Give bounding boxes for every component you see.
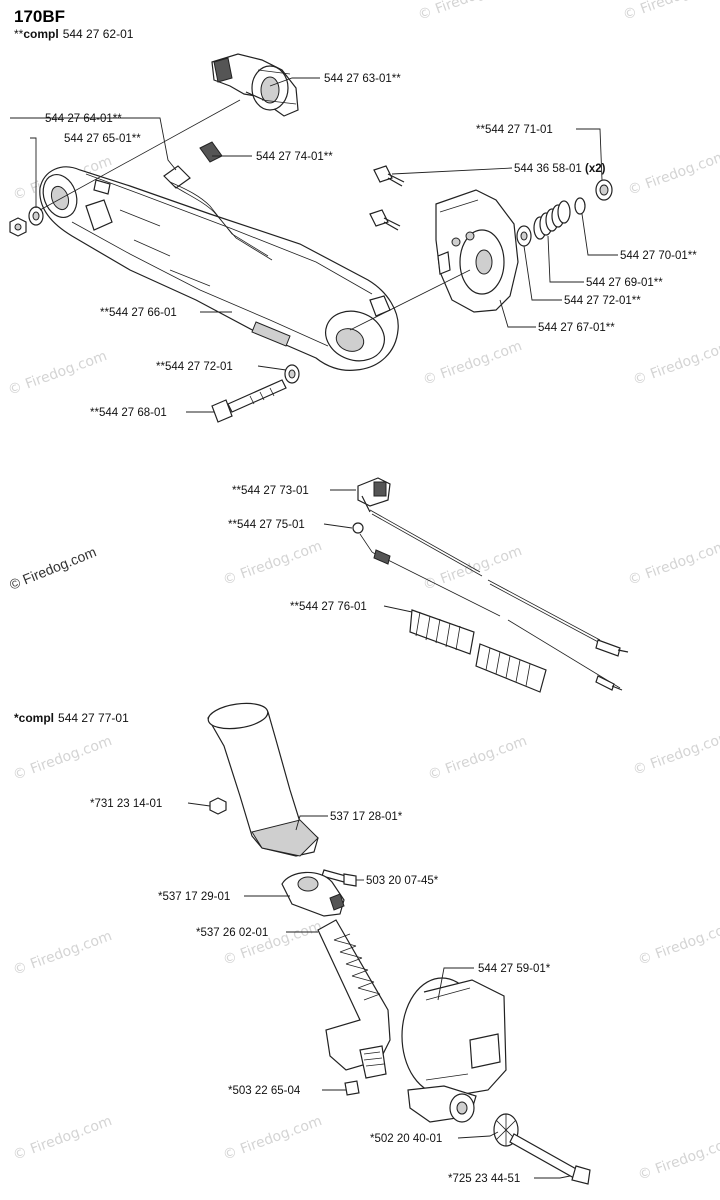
- quantity-note: (x2): [585, 163, 606, 175]
- watermark: © Firedog.com: [11, 928, 114, 979]
- handle-tube: [317, 919, 391, 1079]
- watermark: © Firedog.com: [636, 918, 720, 969]
- watermark: © Firedog.com: [631, 728, 720, 779]
- top-assembly-drawing: [9, 53, 613, 423]
- part-label: 544 27 65-01**: [64, 133, 141, 145]
- square-nut: [344, 1080, 360, 1096]
- cable-plug: [357, 477, 391, 513]
- cable-connector: [163, 141, 273, 261]
- part-label: 537 17 28-01*: [330, 811, 403, 823]
- watermark: © Firedog.com: [11, 733, 114, 784]
- assembly-compl-label: compl: [23, 27, 58, 41]
- cable-nipple: [352, 522, 364, 534]
- part-label: **544 27 72-01: [156, 361, 233, 373]
- bolt-part-number: 544 36 58-01: [514, 163, 582, 175]
- part-label: **544 27 76-01: [290, 601, 367, 613]
- part-label: *731 23 14-01: [90, 798, 162, 810]
- spring: [533, 200, 571, 240]
- gear-cover-plate: [435, 189, 519, 313]
- watermark: © Firedog.com: [221, 538, 324, 589]
- handle-bolt: [321, 869, 357, 887]
- cable-wire-upper: [369, 509, 481, 573]
- clamp-ring: [401, 977, 507, 1123]
- part-label: **544 27 71-01: [476, 124, 553, 136]
- assembly-compl-label: compl: [19, 711, 54, 725]
- nut-and-washer-left: [9, 206, 44, 237]
- assembly-header-1: **compl 544 27 62-01: [14, 27, 134, 41]
- part-label: 544 27 67-01**: [538, 322, 615, 334]
- long-screw: [509, 1133, 591, 1185]
- watermark: © Firedog.com: [6, 348, 109, 399]
- part-label: 544 27 74-01**: [256, 151, 333, 163]
- washer-small: [574, 197, 586, 215]
- watermark: © Firedog.com: [221, 1113, 324, 1164]
- hex-bolts: [369, 165, 405, 231]
- leader-lines: [10, 77, 618, 1179]
- assembly-number: 544 27 62-01: [63, 27, 134, 41]
- part-label: 544 36 58-01 (x2): [514, 163, 606, 175]
- handle-section-drawing: [207, 702, 591, 1185]
- watermark: © Firedog.com: [221, 918, 324, 969]
- handle-grip: [207, 702, 319, 857]
- spring-cap: [595, 179, 613, 201]
- part-label: 544 27 69-01**: [586, 277, 663, 289]
- spiral-sleeve: [409, 609, 547, 693]
- part-label: 544 27 59-01*: [478, 963, 551, 975]
- model-title: 170BF: [14, 7, 65, 26]
- part-label: **544 27 66-01: [100, 307, 177, 319]
- watermark: © Firedog.com: [636, 1133, 720, 1184]
- part-label: *502 20 40-01: [370, 1133, 442, 1145]
- part-label: **544 27 73-01: [232, 485, 309, 497]
- part-label: 544 27 72-01**: [564, 295, 641, 307]
- part-label: *503 22 65-04: [228, 1085, 301, 1097]
- assembly-prefix: **: [14, 27, 24, 41]
- assembly-number: 544 27 77-01: [58, 711, 129, 725]
- part-label: *725 23 44-51: [448, 1173, 520, 1185]
- watermark: © Firedog.com: [416, 0, 519, 24]
- handle-bracket: [281, 871, 345, 917]
- watermark: © Firedog.com: [631, 338, 720, 389]
- watermark: © Firedog.com: [11, 1113, 114, 1164]
- cable-section-drawing: [352, 477, 629, 693]
- part-label: 544 27 63-01**: [324, 73, 401, 85]
- part-label: **544 27 68-01: [90, 407, 167, 419]
- nut-small: [209, 797, 227, 815]
- watermark: © Firedog.com: [426, 733, 529, 784]
- part-labels: 544 27 63-01** 544 27 64-01** 544 27 65-…: [45, 73, 697, 1185]
- long-bolt: [211, 379, 287, 423]
- watermark-dark: © Firedog.com: [7, 543, 98, 592]
- watermark: © Firedog.com: [421, 338, 524, 389]
- part-label: *537 17 29-01: [158, 891, 230, 903]
- watermark: © Firedog.com: [626, 148, 720, 199]
- assembly-prefix: *: [14, 711, 19, 725]
- part-label: *537 26 02-01: [196, 927, 268, 939]
- part-label: 544 27 70-01**: [620, 250, 697, 262]
- part-label: 544 27 64-01**: [45, 113, 122, 125]
- part-label: **544 27 75-01: [228, 519, 305, 531]
- clamp-piece: [211, 53, 299, 117]
- arm-housing: [39, 166, 399, 371]
- part-label: 503 20 07-45*: [366, 875, 439, 887]
- watermark: © Firedog.com: [626, 538, 720, 589]
- watermark: © Firedog.com: [621, 0, 720, 24]
- assembly-header-2: *compl 544 27 77-01: [14, 711, 129, 725]
